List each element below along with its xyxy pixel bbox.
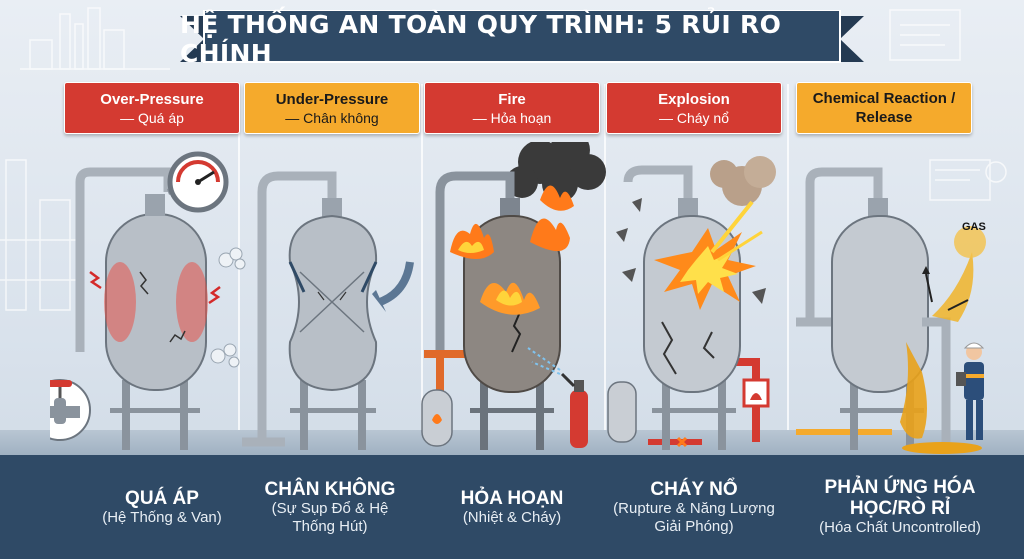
footer-title: HỎA HOẠN [460, 487, 564, 509]
risk-column-over-pressure: Over-Pressure — Quá áp [50, 80, 254, 559]
risk-label-en: Explosion [658, 90, 730, 108]
risk-label-en: Fire [498, 90, 526, 108]
gas-label: GAS [962, 221, 986, 233]
footer-subtitle: (Sự Sụp Đổ & Hệ Thống Hút) [271, 499, 389, 535]
footer-title: CHÁY NỔ [650, 478, 738, 500]
risk-label: Under-Pressure — Chân không [244, 82, 420, 134]
column-divider [787, 84, 789, 454]
risk-label: Over-Pressure — Quá áp [64, 82, 240, 134]
flame-icon [450, 185, 574, 315]
footer-title: CHÂN KHÔNG [264, 478, 396, 500]
footer-band: QUÁ ÁP (Hệ Thống & Van) CHÂN KHÔNG (Sự S… [0, 455, 1024, 559]
risk-column-under-pressure: Under-Pressure — Chân không [230, 80, 434, 559]
footer-fire: HỎA HOẠN (Nhiệt & Cháy) [410, 455, 614, 559]
chemical-release-scene: GAS [796, 167, 986, 454]
risk-column-fire: Fire — Hỏa hoạn [410, 80, 614, 559]
risk-label-en: Chemical Reaction / Release [812, 90, 956, 126]
footer-explosion: CHÁY NỔ (Rupture & Năng Lượng Giải Phóng… [592, 455, 796, 559]
footer-chemical-release: PHẢN ỨNG HÓA HỌC/RÒ RỈ (Hóa Chất Uncontr… [800, 455, 1000, 559]
chemical-leak-icon: GAS [900, 221, 986, 454]
risk-label-en: Over-Pressure [100, 90, 204, 108]
page-title: HỆ THỐNG AN TOÀN QUY TRÌNH: 5 RỦI RO CHÍ… [180, 10, 782, 68]
footer-under-pressure: CHÂN KHÔNG (Sự Sụp Đổ & Hệ Thống Hút) [228, 455, 432, 559]
title-banner: HỆ THỐNG AN TOÀN QUY TRÌNH: 5 RỦI RO CHÍ… [180, 10, 864, 68]
risk-label: Fire — Hỏa hoạn [424, 82, 600, 134]
footer-subtitle: (Hóa Chất Uncontrolled) [819, 519, 981, 536]
risk-label-vi: — Quá áp [120, 109, 184, 126]
footer-subtitle: (Hệ Thống & Van) [102, 508, 222, 526]
column-divider [604, 84, 606, 454]
collapsed-vessel-icon [288, 198, 378, 392]
risk-label: Chemical Reaction / Release [796, 82, 972, 134]
pressure-gauge-icon [166, 151, 229, 213]
suction-arrow-icon [288, 261, 414, 312]
risk-label-vi: — Chân không [285, 109, 379, 126]
footer-over-pressure: QUÁ ÁP (Hệ Thống & Van) [60, 455, 264, 559]
footer-subtitle: (Rupture & Năng Lượng Giải Phóng) [613, 499, 775, 535]
fire-warning-sign-icon [742, 378, 770, 408]
fire-scene [421, 142, 606, 450]
footer-subtitle: (Nhiệt & Cháy) [462, 508, 562, 526]
risk-label-vi: — Cháy nổ [658, 109, 730, 126]
risk-column-explosion: Explosion — Cháy nổ [592, 80, 796, 559]
risk-label-en: Under-Pressure [275, 90, 389, 108]
column-divider [421, 84, 423, 454]
risk-label: Explosion — Cháy nổ [606, 82, 782, 134]
risk-label-vi: — Hỏa hoạn [472, 109, 552, 126]
worker-icon [956, 342, 985, 440]
footer-title: PHẢN ỨNG HÓA HỌC/RÒ RỈ [824, 477, 976, 519]
risk-column-chemical-release: Chemical Reaction / Release GAS [782, 80, 986, 559]
explosion-icon [616, 156, 776, 310]
over-pressure-scene [50, 151, 246, 450]
explosion-scene [607, 156, 776, 450]
footer-title: QUÁ ÁP [125, 487, 199, 509]
under-pressure-scene [242, 171, 414, 450]
valve-icon [50, 379, 91, 441]
steam-leak-icon [210, 247, 246, 368]
